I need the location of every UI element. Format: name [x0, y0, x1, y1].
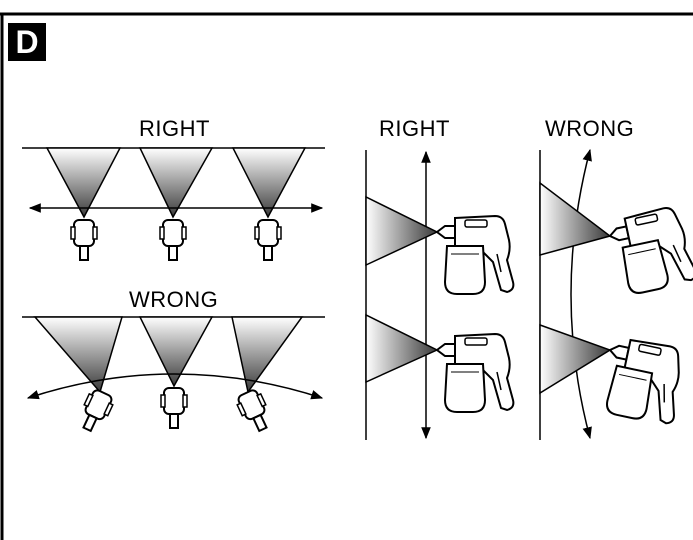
spray-cone	[231, 316, 304, 394]
nozzle-gun	[160, 387, 188, 429]
paint-sprayer	[605, 203, 693, 298]
horizontal-wrong-label: WRONG	[129, 287, 219, 312]
vertical-wrong-label: WRONG	[545, 116, 635, 141]
spray-cone	[138, 147, 214, 219]
nozzle-gun	[233, 386, 276, 436]
spray-cone	[539, 323, 612, 395]
spray-cone	[365, 313, 439, 384]
paint-sprayer	[436, 333, 515, 413]
nozzle-gun	[70, 219, 98, 261]
nozzle-gun	[254, 219, 282, 261]
horizontal-wrong-group	[22, 316, 325, 436]
horizontal-right-group	[22, 147, 325, 261]
panel-letter-badge: D	[8, 23, 46, 61]
spray-cone	[365, 195, 439, 267]
arc-arrow	[570, 148, 592, 440]
horizontal-right-label: RIGHT	[139, 116, 210, 141]
spray-cone	[138, 316, 214, 388]
nozzle-gun	[74, 386, 117, 436]
spray-cone	[231, 147, 307, 219]
vertical-wrong-group	[539, 148, 693, 440]
paint-sprayer	[596, 333, 690, 428]
nozzle-gun	[159, 219, 187, 261]
vertical-right-label: RIGHT	[379, 116, 450, 141]
spray-cone	[45, 147, 122, 219]
arc-arrow	[26, 373, 324, 400]
spray-cone	[539, 181, 612, 256]
spray-cone	[33, 316, 124, 394]
vertical-right-group	[365, 150, 515, 440]
paint-sprayer	[436, 215, 515, 295]
